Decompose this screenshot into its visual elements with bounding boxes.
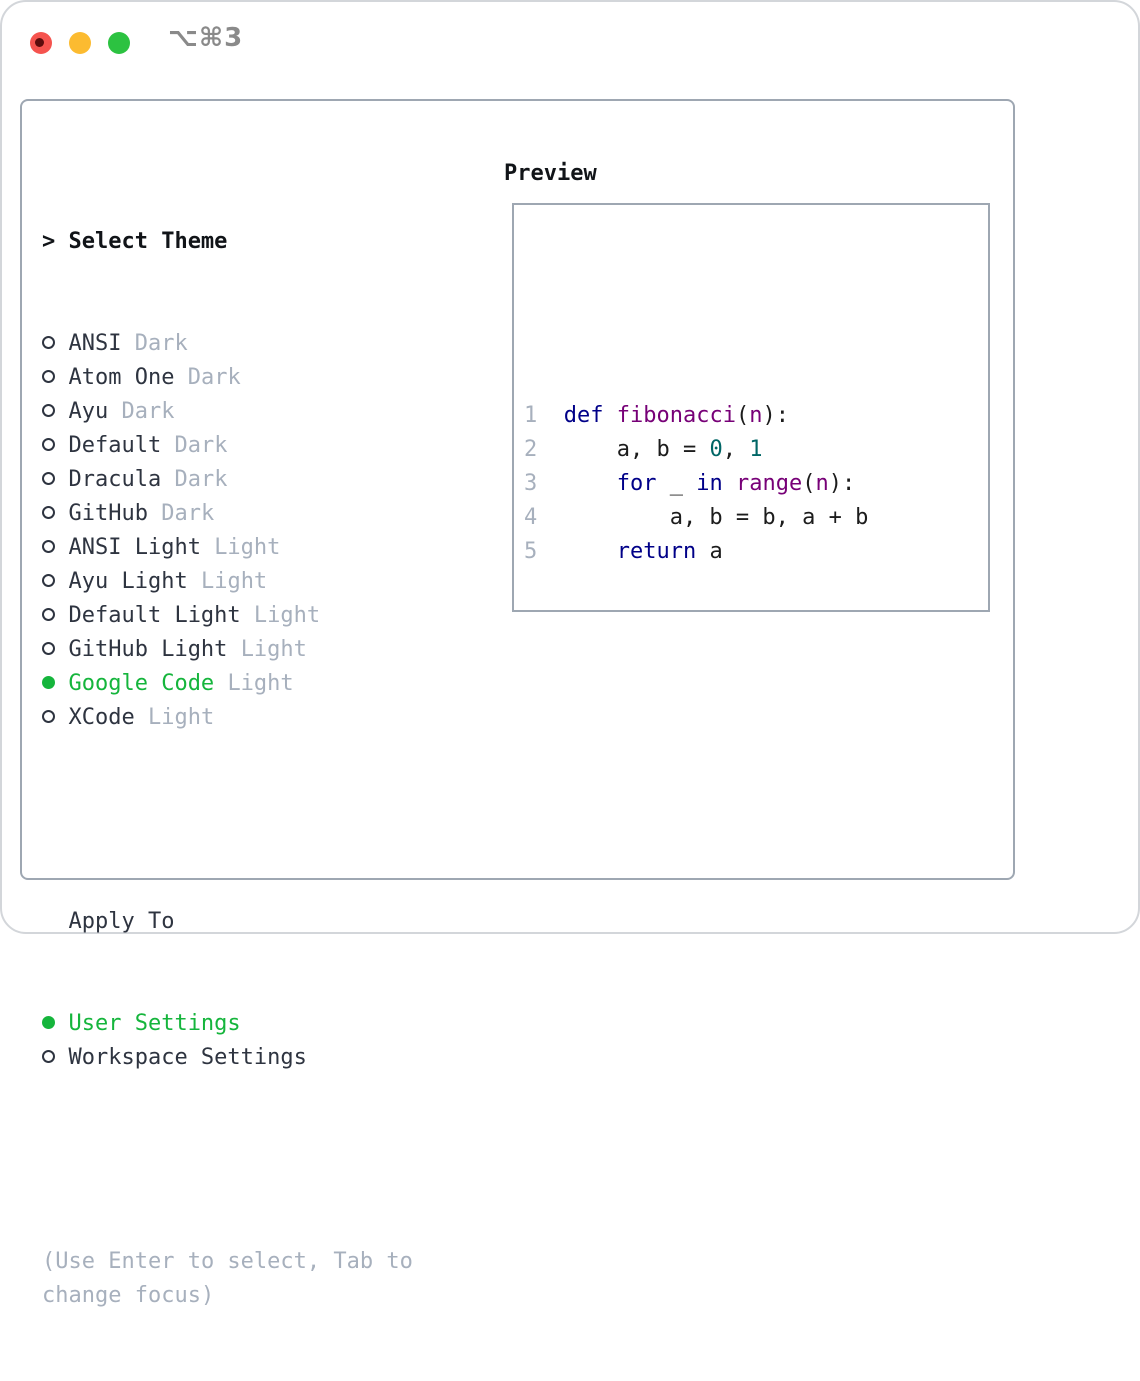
theme-variant-tag: Dark: [174, 467, 228, 492]
theme-option[interactable]: Ayu Light Light: [42, 565, 462, 599]
radio-unselected-icon: [42, 633, 56, 667]
apply-to-option[interactable]: User Settings: [42, 1007, 462, 1041]
code-line: 4 a, b = b, a + b: [524, 505, 869, 530]
theme-option[interactable]: Atom One Dark: [42, 361, 462, 395]
theme-list-column: > Select Theme ANSI Dark Atom One Dark A…: [42, 157, 462, 1381]
theme-name: ANSI: [68, 331, 122, 356]
theme-variant-tag: Light: [147, 705, 215, 730]
keyboard-hint: (Use Enter to select, Tab to change focu…: [42, 1249, 413, 1308]
apply-to-option-label: User Settings: [68, 1011, 241, 1036]
theme-variant-tag: Dark: [134, 331, 188, 356]
theme-variant-tag: Dark: [121, 399, 175, 424]
theme-name: GitHub: [68, 501, 148, 526]
line-number: 3: [524, 471, 538, 496]
theme-name: Atom One: [68, 365, 175, 390]
radio-unselected-icon: [42, 701, 56, 735]
theme-picker-panel: > Select Theme ANSI Dark Atom One Dark A…: [20, 99, 1015, 1308]
radio-unselected-icon: [42, 463, 56, 497]
radio-unselected-icon: [42, 599, 56, 633]
theme-list: ANSI Dark Atom One Dark Ayu Dark Default…: [42, 327, 462, 735]
radio-unselected-icon: [42, 429, 56, 463]
theme-option[interactable]: XCode Light: [42, 701, 462, 735]
apply-to-option-label: Workspace Settings: [68, 1045, 307, 1070]
close-button[interactable]: [30, 32, 52, 54]
theme-option[interactable]: Dracula Dark: [42, 463, 462, 497]
theme-option[interactable]: Google Code Light: [42, 667, 462, 701]
preview-title: Preview: [504, 161, 597, 186]
theme-option[interactable]: Default Dark: [42, 429, 462, 463]
theme-variant-tag: Dark: [187, 365, 241, 390]
radio-unselected-icon: [42, 565, 56, 599]
code-line: 5 return a: [524, 539, 723, 564]
radio-selected-icon: [42, 667, 56, 701]
theme-option[interactable]: GitHub Light Light: [42, 633, 462, 667]
theme-name: Google Code: [68, 671, 215, 696]
theme-variant-tag: Dark: [161, 501, 215, 526]
theme-name: GitHub Light: [68, 637, 228, 662]
spacer: [42, 1143, 462, 1177]
cursor-arrow-icon: >: [42, 229, 56, 254]
theme-option[interactable]: ANSI Light Light: [42, 531, 462, 565]
theme-variant-tag: Light: [240, 637, 307, 662]
theme-name: Default Light: [68, 603, 241, 628]
theme-name: XCode: [68, 705, 135, 730]
line-number: 1: [524, 403, 538, 428]
titlebar: [30, 28, 147, 58]
radio-selected-icon: [42, 1007, 56, 1041]
code-line: 2 a, b = 0, 1: [524, 437, 763, 462]
theme-name: Ayu: [68, 399, 109, 424]
radio-unselected-icon: [42, 531, 56, 565]
app-window: ⌥⌘3 > Select Theme ANSI Dark Atom One Da…: [0, 0, 1140, 1308]
spacer: [42, 803, 462, 837]
select-theme-label: Select Theme: [68, 229, 228, 254]
radio-unselected-icon: [42, 361, 56, 395]
window-title: ⌥⌘3: [168, 23, 244, 53]
theme-variant-tag: Light: [200, 569, 268, 594]
apply-to-header: Apply To: [42, 905, 462, 939]
theme-option[interactable]: GitHub Dark: [42, 497, 462, 531]
code-line: 3 for _ in range(n):: [524, 471, 856, 496]
select-theme-header: > Select Theme: [42, 225, 462, 259]
apply-to-label: Apply To: [68, 909, 175, 934]
theme-option[interactable]: Default Light Light: [42, 599, 462, 633]
blank-line: [524, 297, 980, 331]
theme-variant-tag: Light: [253, 603, 321, 628]
code-preview: 1 def fibonacci(n): 2 a, b = 0, 1 3 for _ …: [524, 399, 980, 569]
theme-variant-tag: Light: [227, 671, 294, 696]
apply-to-list: User Settings Workspace Settings: [42, 1007, 462, 1075]
radio-unselected-icon: [42, 1041, 56, 1075]
theme-name: Default: [68, 433, 162, 458]
radio-unselected-icon: [42, 395, 56, 429]
theme-variant-tag: Dark: [174, 433, 228, 458]
apply-to-option[interactable]: Workspace Settings: [42, 1041, 462, 1075]
theme-option[interactable]: ANSI Dark: [42, 327, 462, 361]
radio-unselected-icon: [42, 497, 56, 531]
radio-unselected-icon: [42, 327, 56, 361]
theme-name: Dracula: [68, 467, 162, 492]
line-number: 4: [524, 505, 538, 530]
code-line: 1 def fibonacci(n):: [524, 403, 789, 428]
theme-option[interactable]: Ayu Dark: [42, 395, 462, 429]
line-number: 5: [524, 539, 538, 564]
theme-name: Ayu Light: [68, 569, 188, 594]
minimize-button[interactable]: [69, 32, 91, 54]
line-number: 2: [524, 437, 538, 462]
preview-box: 1 def fibonacci(n): 2 a, b = 0, 1 3 for _ …: [512, 203, 990, 612]
zoom-button[interactable]: [108, 32, 130, 54]
theme-name: ANSI Light: [68, 535, 201, 560]
theme-variant-tag: Light: [214, 535, 281, 560]
